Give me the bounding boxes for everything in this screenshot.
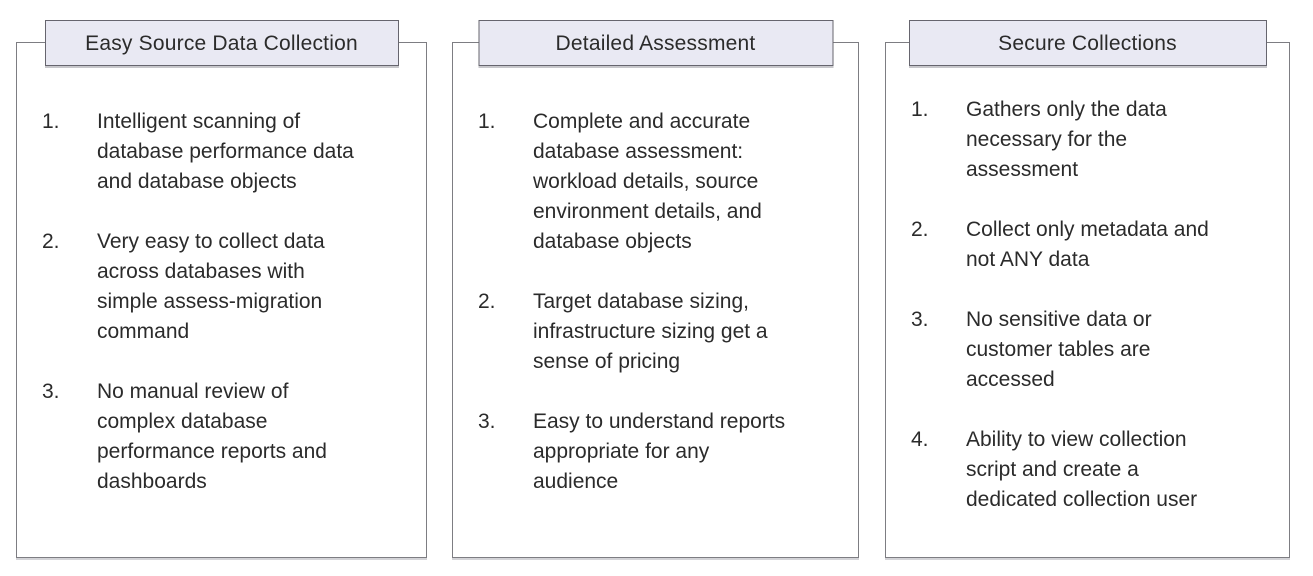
item-text: Target database sizing, infrastructure s… bbox=[533, 290, 768, 373]
item-number: 2. bbox=[478, 290, 496, 313]
item-number: 4. bbox=[911, 428, 929, 451]
item-number: 1. bbox=[478, 110, 496, 133]
item-text: Easy to understand reports appropriate f… bbox=[533, 410, 786, 493]
item-text: Very easy to collect data across databas… bbox=[97, 230, 325, 343]
item-text: Ability to view collection script and cr… bbox=[966, 428, 1198, 511]
card-body: 1. Intelligent scanning of database perf… bbox=[16, 42, 427, 558]
card-body: 1. Gathers only the data necessary for t… bbox=[885, 42, 1290, 558]
list-item: 1. Complete and accurate database assess… bbox=[478, 107, 854, 257]
list-item: 2. Target database sizing, infrastructur… bbox=[478, 287, 854, 377]
item-text: Collect only metadata and not ANY data bbox=[966, 218, 1209, 271]
card-header-badge: Easy Source Data Collection bbox=[44, 20, 399, 66]
list-item: 3. No manual review of complex database … bbox=[42, 377, 422, 497]
item-number: 3. bbox=[42, 380, 60, 403]
numbered-list: 1. Complete and accurate database assess… bbox=[453, 43, 858, 497]
card-body: 1. Complete and accurate database assess… bbox=[452, 42, 859, 558]
item-text: No sensitive data or customer tables are… bbox=[966, 308, 1152, 391]
numbered-list: 1. Intelligent scanning of database perf… bbox=[17, 43, 426, 497]
item-number: 1. bbox=[911, 98, 929, 121]
item-number: 3. bbox=[478, 410, 496, 433]
list-item: 1. Intelligent scanning of database perf… bbox=[42, 107, 422, 197]
list-item: 2. Collect only metadata and not ANY dat… bbox=[911, 215, 1285, 275]
list-item: 2. Very easy to collect data across data… bbox=[42, 227, 422, 347]
list-item: 3. Easy to understand reports appropriat… bbox=[478, 407, 854, 497]
list-item: 1. Gathers only the data necessary for t… bbox=[911, 95, 1285, 185]
item-number: 1. bbox=[42, 110, 60, 133]
item-text: Complete and accurate database assessmen… bbox=[533, 110, 762, 253]
card-header-badge: Secure Collections bbox=[908, 20, 1267, 66]
list-item: 4. Ability to view collection script and… bbox=[911, 425, 1285, 515]
item-number: 3. bbox=[911, 308, 929, 331]
item-number: 2. bbox=[42, 230, 60, 253]
item-number: 2. bbox=[911, 218, 929, 241]
list-item: 3. No sensitive data or customer tables … bbox=[911, 305, 1285, 395]
card-title: Secure Collections bbox=[998, 31, 1177, 55]
card-header-badge: Detailed Assessment bbox=[478, 20, 833, 66]
item-text: No manual review of complex database per… bbox=[97, 380, 327, 493]
item-text: Gathers only the data necessary for the … bbox=[966, 98, 1167, 181]
numbered-list: 1. Gathers only the data necessary for t… bbox=[886, 43, 1289, 515]
card-title: Easy Source Data Collection bbox=[85, 31, 358, 55]
card-title: Detailed Assessment bbox=[555, 31, 756, 55]
item-text: Intelligent scanning of database perform… bbox=[97, 110, 354, 193]
